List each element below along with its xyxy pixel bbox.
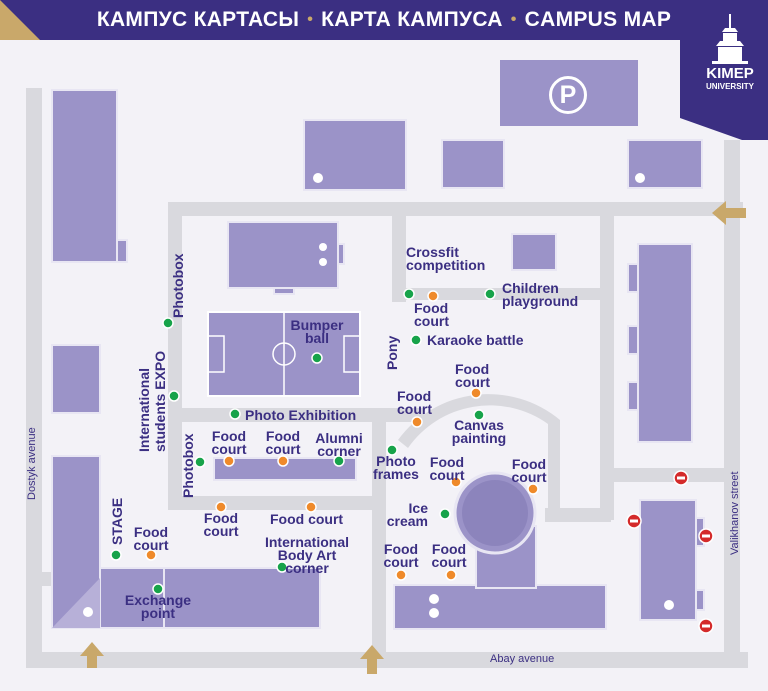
street-valikhanov: Valikhanov street — [729, 471, 741, 555]
football-field — [207, 311, 361, 397]
street-abay: Abay avenue — [490, 653, 555, 665]
title-ru: КАРТА КАМПУСА — [321, 8, 503, 31]
building-north-2 — [441, 139, 505, 189]
label-photobox-bottom: Photobox — [180, 433, 196, 498]
building-main-base — [393, 584, 607, 630]
header-band — [0, 0, 768, 40]
label-food-mid-1: Food court — [429, 454, 465, 483]
photo-exhibition-dot — [229, 408, 241, 420]
label-crossfit: Crossfit competition — [406, 244, 486, 273]
label-food-mid-2: Food court — [511, 456, 547, 485]
label-stage: STAGE — [109, 497, 125, 545]
ice-cream-dot — [439, 508, 451, 520]
photo-frames-dot — [386, 444, 398, 456]
street-dostyk: Dostyk avenue — [26, 427, 38, 500]
no-entry-icon — [698, 528, 714, 544]
parking-icon: P — [549, 76, 587, 114]
label-children: Children playground — [502, 280, 579, 309]
buildings — [51, 89, 705, 630]
label-canvas: Canvas painting — [451, 417, 507, 446]
label-food-pony: Food court — [414, 300, 449, 329]
label-food-row-1: Food court — [211, 428, 247, 457]
label-food-bottom-2: Food court — [270, 511, 344, 527]
label-food-center-r: Food court — [455, 361, 490, 390]
label-karaoke: Karaoke battle — [427, 332, 524, 348]
label-photo-frames: Photo frames — [373, 453, 419, 482]
no-entry-icon — [698, 618, 714, 634]
bumper-dot — [311, 352, 323, 364]
label-exchange: Exchange point — [124, 592, 192, 621]
label-food-stage: Food court — [133, 524, 169, 553]
building-west-small — [51, 344, 101, 414]
logo-sub: UNIVERSITY — [705, 82, 754, 91]
activity-dots — [110, 288, 496, 595]
label-photo-exhibition: Photo Exhibition — [245, 407, 357, 423]
expo-dot — [168, 390, 180, 402]
stage-dot — [110, 549, 122, 561]
logo-name: KIMEP — [706, 65, 754, 82]
label-alumni: Alumni corner — [315, 430, 363, 459]
label-food-bottom-1: Food court — [203, 510, 239, 539]
children-dot — [484, 288, 496, 300]
entrance-arrows — [80, 201, 746, 674]
canvas-dot — [473, 409, 485, 421]
label-ice-cream: Ice cream — [386, 500, 428, 529]
building-sports-hall — [227, 221, 339, 289]
logo-band — [680, 0, 768, 140]
building-east-long — [637, 243, 693, 443]
accessibility-markers — [83, 173, 674, 618]
photobox-bottom-dot — [194, 456, 206, 468]
label-photobox-top: Photobox — [170, 253, 186, 318]
entrance-arrow-icon — [712, 201, 746, 225]
label-pony: Pony — [384, 335, 400, 370]
label-expo: International students EXPO — [136, 350, 168, 452]
label-bumper: Bumper ball — [290, 317, 344, 346]
title-separator: • — [307, 11, 314, 28]
label-food-lower-1: Food court — [383, 541, 419, 570]
building-playground-house — [511, 233, 557, 271]
photobox-top-dot — [162, 317, 174, 329]
exchange-dot — [152, 583, 164, 595]
title-en: CAMPUS MAP — [524, 8, 672, 31]
kimep-logo-icon — [712, 14, 748, 64]
no-entry-icon — [673, 470, 689, 486]
label-food-row-2: Food court — [265, 428, 301, 457]
alumni-dot — [333, 455, 345, 467]
label-body-art: International Body Art corner — [264, 534, 349, 576]
body-art-dot — [276, 561, 288, 573]
food-dots — [145, 290, 539, 581]
no-entry-icon — [626, 513, 642, 529]
label-food-center-l: Food court — [397, 388, 432, 417]
building-exchange — [163, 567, 321, 629]
title-separator: • — [510, 11, 517, 28]
title-kz: КАМПУС КАРТАСЫ — [96, 8, 300, 31]
building-dostyk-north — [51, 89, 118, 263]
no-entry-signs — [626, 470, 714, 634]
entrance-arrow-icon — [360, 645, 384, 674]
building-valikhanov — [639, 499, 697, 621]
label-food-lower-2: Food court — [431, 541, 467, 570]
crossfit-dot — [403, 288, 415, 300]
entrance-arrow-icon — [80, 642, 104, 668]
karaoke-dot — [410, 334, 422, 346]
page-title: КАМПУС КАРТАСЫ • КАРТА КАМПУСА • CAMPUS … — [0, 0, 768, 40]
